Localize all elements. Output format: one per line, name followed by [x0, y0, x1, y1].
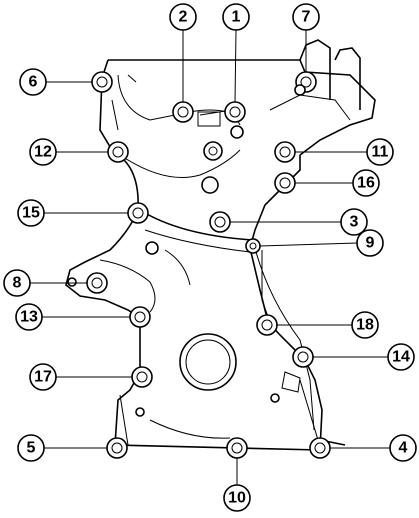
callout-9-label: 9 — [366, 235, 375, 252]
callout-13-label: 13 — [20, 309, 38, 326]
callout-4-label: 4 — [399, 440, 408, 457]
callout-17: 17 — [29, 363, 57, 391]
callout-8-label: 8 — [13, 275, 22, 292]
callout-14-label: 14 — [392, 349, 410, 366]
callout-4: 4 — [389, 434, 417, 462]
callout-2: 2 — [169, 3, 197, 31]
callout-1: 1 — [222, 3, 250, 31]
bolt-3 — [209, 211, 231, 233]
callout-8: 8 — [3, 269, 31, 297]
callout-2-label: 2 — [179, 9, 188, 26]
callout-7: 7 — [292, 3, 320, 31]
leader-lines — [30, 29, 390, 485]
callout-10: 10 — [223, 484, 251, 512]
callout-5: 5 — [17, 434, 45, 462]
callout-15: 15 — [17, 199, 45, 227]
bolt-9 — [245, 238, 261, 254]
bolt-6 — [91, 71, 113, 93]
bolt-17 — [131, 366, 153, 388]
bolt-12 — [107, 141, 129, 163]
small-boss — [201, 176, 219, 194]
callout-10-label: 10 — [228, 490, 246, 507]
callout-6: 6 — [19, 68, 47, 96]
callout-5-label: 5 — [27, 440, 36, 457]
callout-1-label: 1 — [232, 9, 241, 26]
callouts: 1 2 3 4 5 6 7 8 9 10 11 12 13 14 15 16 1… — [3, 3, 417, 512]
bolt-16 — [274, 172, 296, 194]
callout-16-label: 16 — [357, 175, 375, 192]
crank-seal-bore — [179, 333, 237, 391]
callout-7-label: 7 — [302, 9, 311, 26]
callout-18: 18 — [351, 311, 379, 339]
callout-11: 11 — [366, 138, 394, 166]
cover-features — [67, 39, 361, 446]
bolt-15 — [127, 202, 149, 224]
callout-6-label: 6 — [29, 74, 38, 91]
bolt-10 — [226, 437, 248, 459]
callout-11-label: 11 — [372, 144, 389, 161]
callout-18-label: 18 — [356, 317, 374, 334]
bolts — [86, 71, 331, 459]
bolt-2 — [172, 101, 194, 123]
bolt-18 — [256, 314, 278, 336]
callout-16: 16 — [352, 169, 380, 197]
bolt-13 — [129, 306, 151, 328]
callout-12: 12 — [29, 138, 57, 166]
bolt-14 — [292, 346, 314, 368]
bolt-4 — [309, 437, 331, 459]
bolt-11 — [274, 141, 296, 163]
bolt-small-a — [230, 125, 244, 139]
callout-12-label: 12 — [34, 144, 52, 161]
bolt-5 — [106, 437, 128, 459]
callout-3: 3 — [340, 208, 368, 236]
callout-14: 14 — [387, 343, 415, 371]
callout-13: 13 — [15, 303, 43, 331]
callout-15-label: 15 — [22, 205, 40, 222]
callout-3-label: 3 — [350, 214, 359, 231]
bolt-small-b — [294, 84, 306, 96]
bolt-8 — [86, 272, 108, 294]
callout-17-label: 17 — [34, 369, 52, 386]
callout-9: 9 — [356, 229, 384, 257]
bolt-1 — [224, 101, 246, 123]
